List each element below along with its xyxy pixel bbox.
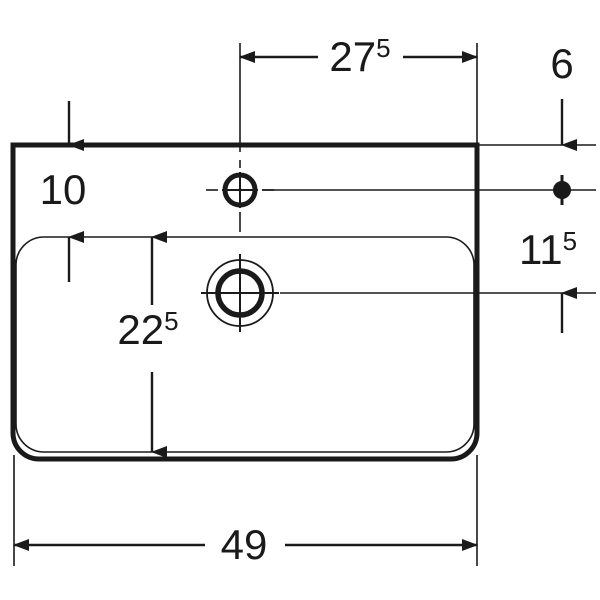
dimension-top-rim-depth: 10 (40, 101, 87, 282)
dimension-basin-depth: 225 (117, 231, 179, 458)
dimension-label-27-5: 275 (329, 33, 390, 80)
drain-hole (201, 254, 279, 332)
dimension-label-6: 6 (550, 40, 573, 87)
dimension-overall-width: 49 (13, 521, 478, 568)
dimension-label-10: 10 (40, 166, 87, 213)
reference-point-marker (553, 175, 571, 205)
dimension-label-11-5: 115 (519, 226, 577, 273)
dimension-label-49: 49 (221, 521, 268, 568)
dimension-label-22-5: 225 (117, 306, 178, 353)
dimension-tap-hole-to-right-edge: 275 (239, 33, 478, 80)
dimension-right-top-offset: 6 (550, 40, 577, 151)
basin-bowl-outline (15, 236, 475, 453)
tap-hole (222, 172, 258, 208)
extension-lines (13, 43, 596, 566)
dimension-right-drain-offset: 115 (519, 226, 577, 333)
washbasin-outline (10, 142, 480, 462)
